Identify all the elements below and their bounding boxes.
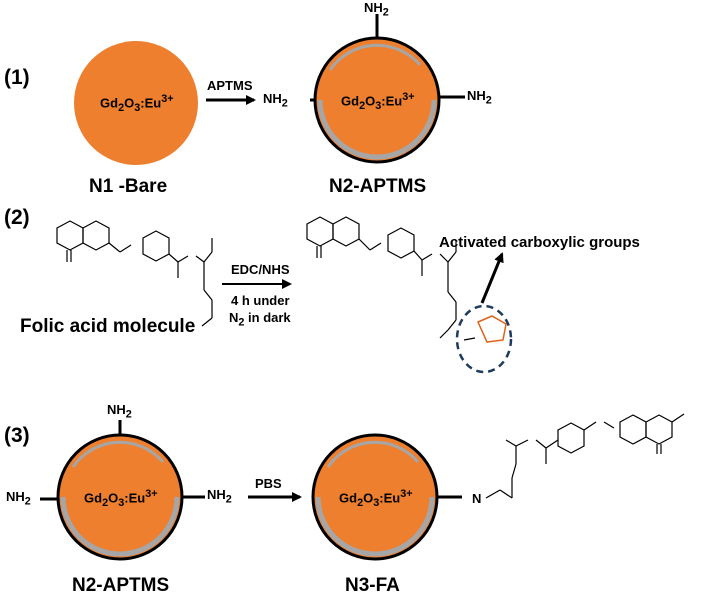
activated-group-highlight	[455, 304, 513, 374]
activated-carboxylic-callout: Activated carboxylic groups	[439, 234, 640, 251]
step-2-label: (2)	[4, 206, 30, 229]
pbs-reagent-label: PBS	[255, 476, 282, 491]
amine-group-top-step3: NH2	[107, 402, 132, 421]
amine-group-left-step3: NH2	[6, 489, 31, 508]
amide-link-atom: N	[472, 491, 482, 506]
activated-folic-acid-structure	[306, 216, 476, 341]
aptms-particle-formula: Gd2O3:Eu3+	[341, 91, 415, 112]
amine-group-right-step3: NH2	[207, 487, 232, 506]
amine-group-right: NH2	[467, 88, 492, 107]
step-3-label: (3)	[4, 424, 30, 447]
n2-aptms-caption: N2-APTMS	[329, 176, 427, 197]
conjugated-folate-structure	[485, 413, 685, 499]
aptms-reagent-label: APTMS	[207, 78, 253, 93]
nhs-ester-ring	[477, 315, 507, 343]
folic-acid-caption: Folic acid molecule	[20, 316, 196, 337]
bare-particle-formula: Gd2O3:Eu3+	[100, 93, 174, 114]
aptms-nanoparticle-step3	[40, 420, 205, 561]
fa-conjugated-nanoparticle	[311, 433, 462, 561]
n3-fa-caption: N3-FA	[345, 575, 400, 596]
step-1-label: (1)	[4, 66, 30, 89]
amine-group-top: NH2	[364, 0, 389, 19]
edc-nhs-label: EDC/NHS	[231, 262, 290, 277]
n2-aptms-caption-step3: N2-APTMS	[72, 575, 170, 596]
fa-particle-formula: Gd2O3:Eu3+	[339, 488, 413, 509]
reaction-time-label: 4 h under	[231, 293, 290, 308]
amine-group-left: NH2	[263, 91, 288, 110]
aptms-particle-formula-step3: Gd2O3:Eu3+	[84, 488, 158, 509]
bare-nanoparticle	[74, 41, 198, 165]
folic-acid-structure	[56, 220, 213, 327]
n1-bare-caption: N1 -Bare	[89, 176, 168, 197]
reaction-conditions-label: N2 in dark	[229, 310, 291, 329]
callout-arrow	[480, 252, 504, 304]
aptms-nanoparticle	[310, 14, 465, 164]
